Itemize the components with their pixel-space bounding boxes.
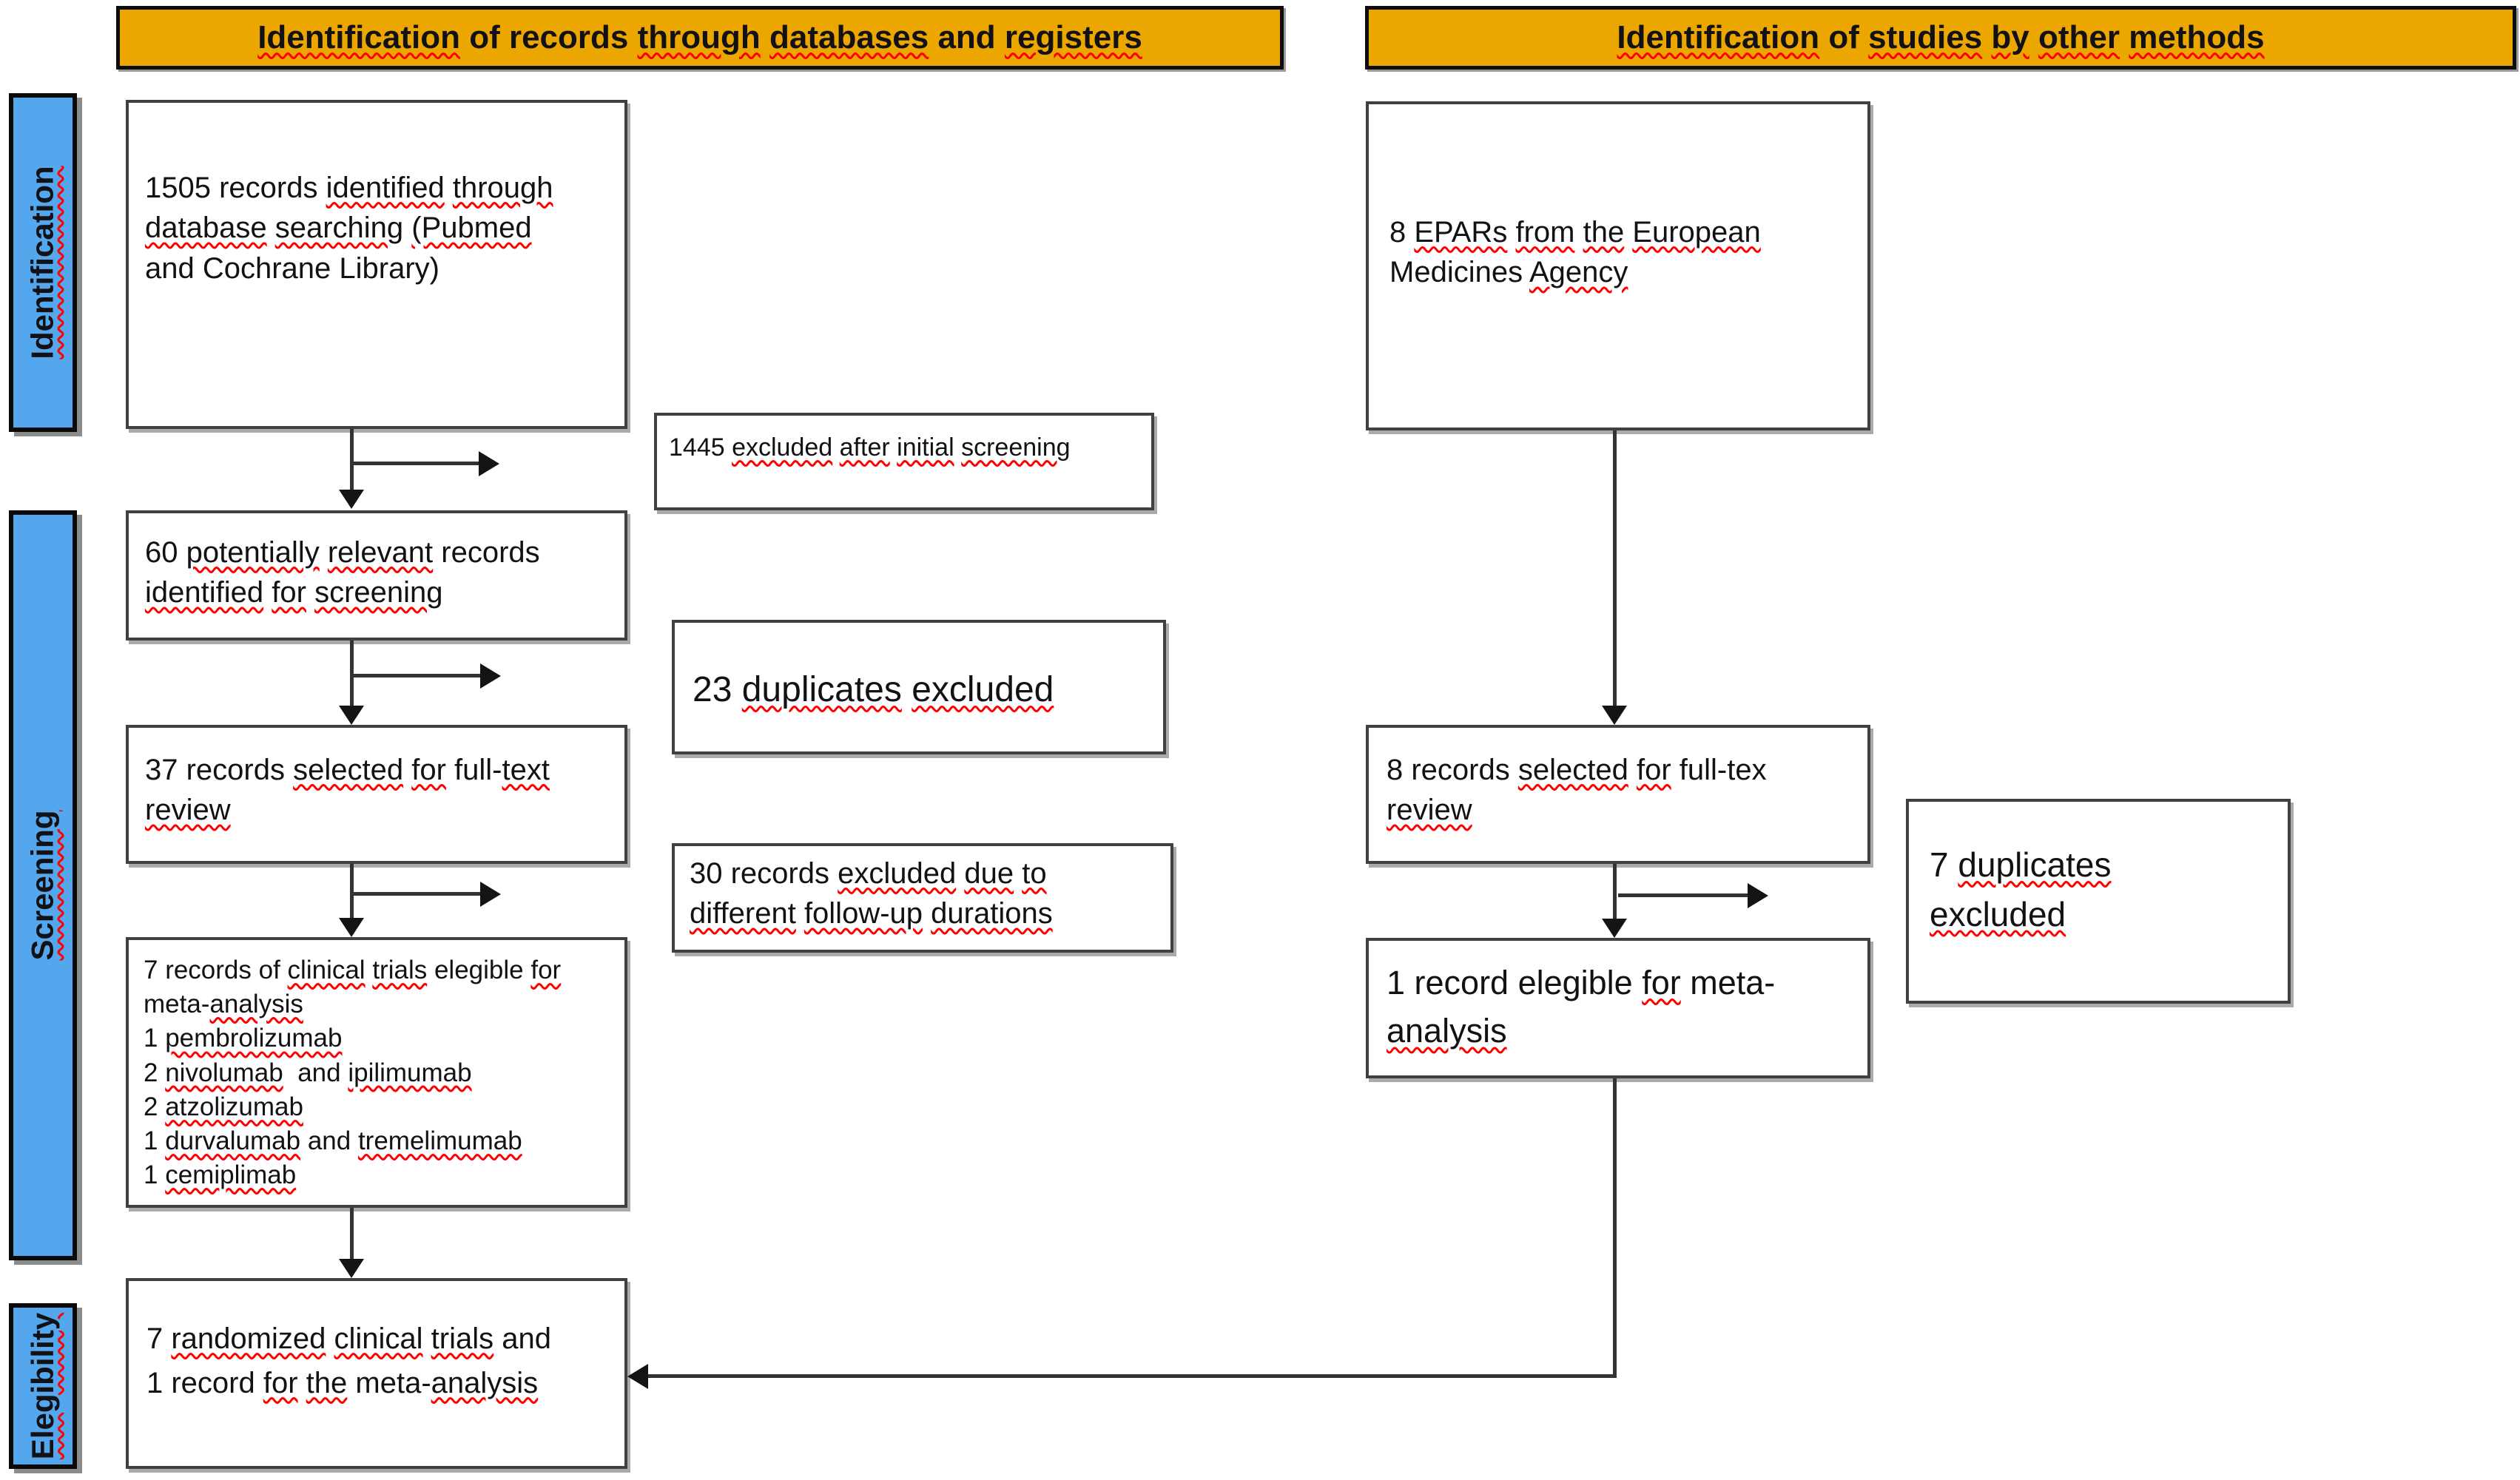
arrow-7rec-to-final-head-icon bbox=[339, 1259, 364, 1278]
banner-other-methods: Identification of studies by other metho… bbox=[1365, 6, 2516, 70]
box-trials-elegible-list: 7 records of clinical trials elegible fo… bbox=[126, 937, 627, 1208]
arrow-7rec-to-final-line bbox=[350, 1208, 354, 1259]
arrow-1505-to-60-head-icon bbox=[339, 490, 364, 509]
arrow-epars-to-8-line bbox=[1613, 430, 1617, 706]
arrow-1rec-elbow-horizontal-line bbox=[648, 1374, 1617, 1378]
phase-identification: Identification bbox=[9, 93, 77, 432]
arrow-epars-to-8-head-icon bbox=[1602, 706, 1627, 725]
arrow-1rec-elbow-head-icon bbox=[627, 1364, 648, 1389]
arrow-60-to-37-head-icon bbox=[339, 706, 364, 725]
box-record-elegible-meta: 1 record elegible for meta-analysis bbox=[1366, 938, 1870, 1078]
arrow-branch-23-head-icon bbox=[480, 663, 501, 689]
arrow-branch-30-line bbox=[353, 892, 480, 896]
arrow-8-to-1rec-head-icon bbox=[1602, 919, 1627, 938]
arrow-37-to-7rec-head-icon bbox=[339, 918, 364, 937]
arrow-branch-7dup-line bbox=[1618, 893, 1748, 897]
phase-elegibility-label: Elegibility bbox=[25, 1312, 60, 1460]
arrow-branch-23-line bbox=[353, 674, 480, 678]
box-excluded-initial-screening: 1445 excluded after initial screening bbox=[654, 413, 1154, 510]
arrow-60-to-37-line bbox=[350, 641, 354, 706]
arrow-8-to-1rec-line bbox=[1613, 864, 1617, 919]
phase-elegibility: Elegibility bbox=[9, 1303, 77, 1469]
arrow-37-to-7rec-line bbox=[350, 864, 354, 918]
arrow-1rec-elbow-vertical-line bbox=[1613, 1078, 1617, 1377]
box-duplicates-excluded-left: 23 duplicates excluded bbox=[672, 620, 1166, 754]
arrow-branch-1445-line bbox=[353, 462, 479, 465]
arrow-1505-to-60-line bbox=[350, 429, 354, 490]
phase-identification-label: Identification bbox=[25, 166, 60, 359]
arrow-branch-30-head-icon bbox=[480, 882, 501, 907]
banner-databases-registers: Identification of records through databa… bbox=[116, 6, 1284, 70]
arrow-branch-1445-head-icon bbox=[479, 451, 499, 476]
arrow-branch-7dup-head-icon bbox=[1748, 883, 1768, 908]
phase-screening: Screening bbox=[9, 510, 77, 1260]
phase-screening-label: Screening bbox=[25, 810, 61, 961]
